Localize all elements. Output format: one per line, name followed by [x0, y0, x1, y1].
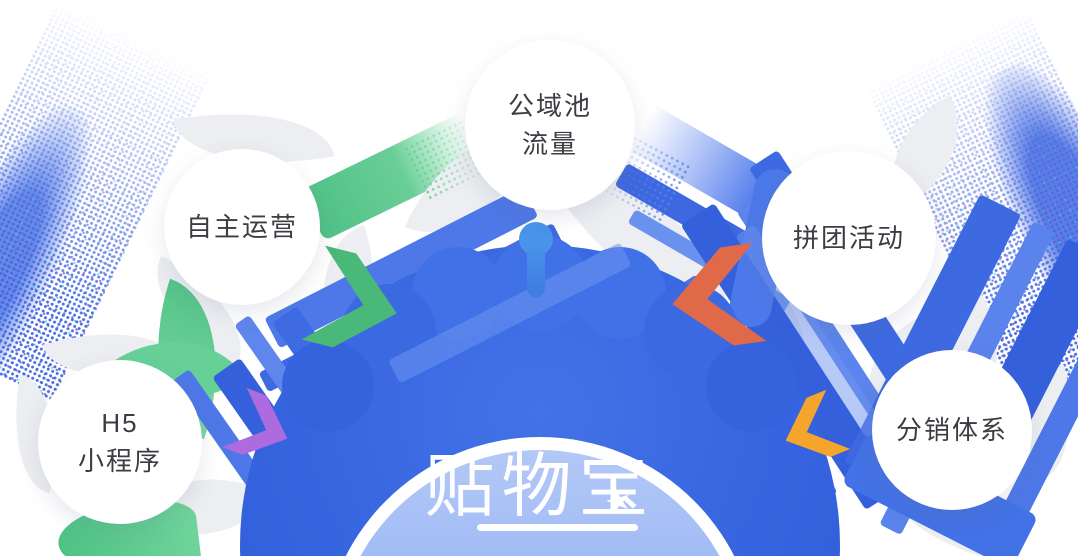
- bubble-label-line: H5: [101, 408, 139, 438]
- bubble-label-line: 自主运营: [185, 212, 298, 242]
- bubble-label-line: 公域池: [507, 91, 592, 121]
- bubble-label-line: 分销体系: [895, 415, 1008, 445]
- bubble-label-line: 拼团活动: [792, 223, 905, 253]
- bubble-public-pool-traffic: 公域池 流量: [465, 40, 635, 210]
- brand-logo: 贴物宝 ★: [360, 440, 720, 556]
- bubble-distribution-system: 分销体系: [872, 350, 1032, 510]
- bubble-h5-mini-program: H5 小程序: [38, 360, 202, 524]
- bubble-self-operation: 自主运营: [164, 149, 320, 305]
- arc-bump: [706, 340, 798, 432]
- yellow-chevron-icon: [785, 389, 851, 458]
- keyhole-marker-stem: [527, 243, 545, 297]
- brand-logo-underline: [477, 524, 638, 531]
- bubble-label-line: 流量: [521, 129, 578, 159]
- brand-logo-text: 贴物宝: [424, 447, 656, 525]
- arc-bump: [282, 340, 374, 432]
- bubble-label-line: 小程序: [77, 446, 162, 476]
- bubble-group-buying: 拼团活动: [762, 151, 936, 325]
- purple-chevron-icon: [222, 387, 288, 456]
- green-chevron-icon: [301, 245, 397, 348]
- red-orange-chevron-icon: [672, 242, 767, 346]
